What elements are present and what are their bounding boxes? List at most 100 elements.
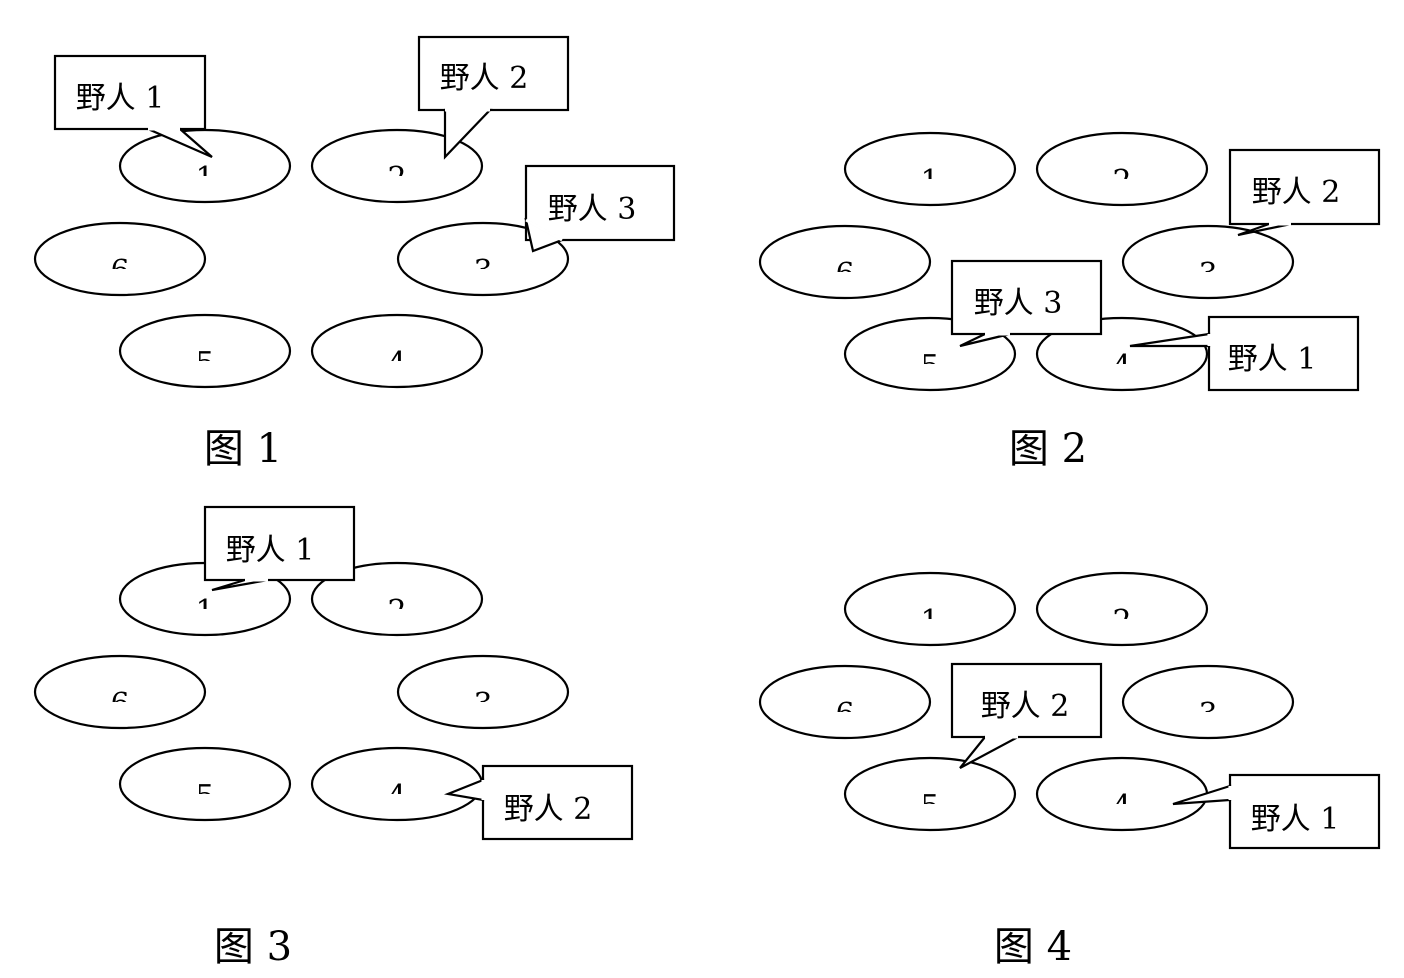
figure-caption: 图 3 <box>214 924 292 970</box>
node-number: 1 <box>195 594 214 629</box>
figure-caption: 图 4 <box>994 924 1072 970</box>
node-4: 4 <box>310 746 484 822</box>
callout-box <box>1228 773 1381 850</box>
callout-box <box>203 505 356 582</box>
callout-4: 野人 2 <box>443 764 634 841</box>
callout-box <box>950 259 1103 336</box>
callout-label: 野人 1 <box>226 533 315 568</box>
node-number: 2 <box>1112 604 1131 639</box>
callout-box <box>1228 148 1381 226</box>
callout-label: 野人 1 <box>1228 342 1317 377</box>
callout-box <box>524 164 676 242</box>
node-5: 5 <box>843 756 1017 832</box>
figure-1: 1 2 3 4 5 6 野人 1 野人 2 野人 3 图 1 <box>33 35 676 472</box>
node-4: 4 <box>1035 316 1209 392</box>
node-number: 2 <box>387 161 406 196</box>
node-number: 1 <box>920 164 939 199</box>
node-6: 6 <box>33 654 207 730</box>
node-4: 4 <box>310 313 484 389</box>
node-number: 4 <box>387 346 406 381</box>
callout-3: 野人 2 <box>1228 148 1381 237</box>
callout-4: 野人 1 <box>1172 773 1381 850</box>
node-5: 5 <box>843 316 1017 392</box>
callout-label: 野人 2 <box>504 792 593 827</box>
node-1: 1 <box>843 571 1017 647</box>
node-number: 4 <box>1112 349 1131 384</box>
node-2: 2 <box>1035 131 1209 207</box>
callout-label: 野人 3 <box>548 192 637 227</box>
node-number: 4 <box>1112 789 1131 824</box>
callout-5: 野人 2 <box>950 662 1103 769</box>
node-number: 1 <box>195 161 214 196</box>
callout-box <box>950 662 1103 739</box>
figure-3: 1 2 3 4 5 6 野人 1 野人 2 图 3 <box>33 505 634 970</box>
node-ellipse <box>843 756 1017 832</box>
callout-label: 野人 2 <box>440 61 529 96</box>
node-6: 6 <box>758 224 932 300</box>
node-ellipse <box>1035 571 1209 647</box>
node-number: 3 <box>1198 257 1217 292</box>
node-ellipse <box>118 746 292 822</box>
node-ellipse <box>118 313 292 389</box>
callout-1: 野人 1 <box>203 505 356 592</box>
node-ellipse <box>843 316 1017 392</box>
node-ellipse <box>33 654 207 730</box>
node-1: 1 <box>118 128 292 204</box>
node-ellipse <box>1035 131 1209 207</box>
node-ellipse <box>1121 664 1295 740</box>
figure-caption: 图 2 <box>1009 426 1087 472</box>
callout-pointer <box>959 735 1019 769</box>
callout-1: 野人 1 <box>53 54 213 159</box>
node-ellipse <box>758 664 932 740</box>
node-number: 5 <box>195 779 214 814</box>
node-ellipse <box>396 654 570 730</box>
node-ellipse <box>33 221 207 297</box>
figure-caption: 图 1 <box>204 426 282 472</box>
node-3: 3 <box>1121 224 1295 300</box>
node-number: 4 <box>387 779 406 814</box>
node-3: 3 <box>1121 664 1295 740</box>
node-4: 4 <box>1035 756 1209 832</box>
node-number: 5 <box>195 346 214 381</box>
node-number: 2 <box>1112 164 1131 199</box>
node-number: 6 <box>835 257 854 292</box>
node-ellipse <box>310 313 484 389</box>
node-number: 5 <box>920 789 939 824</box>
node-ellipse <box>1121 224 1295 300</box>
node-ellipse <box>310 128 484 204</box>
figure-4: 1 2 3 4 5 6 野人 2 野人 1 图 4 <box>758 571 1381 970</box>
callout-box <box>53 54 207 131</box>
node-number: 1 <box>920 604 939 639</box>
node-ellipse <box>1035 316 1209 392</box>
node-2: 2 <box>1035 571 1209 647</box>
node-6: 6 <box>33 221 207 297</box>
node-ellipse <box>843 131 1017 207</box>
callout-4: 野人 1 <box>1129 315 1360 392</box>
callout-label: 野人 1 <box>76 81 165 116</box>
node-5: 5 <box>118 746 292 822</box>
callout-label: 野人 3 <box>974 286 1063 321</box>
callout-box <box>481 764 634 841</box>
callout-box <box>1207 315 1360 392</box>
node-1: 1 <box>843 131 1017 207</box>
node-number: 3 <box>473 254 492 289</box>
node-number: 3 <box>473 687 492 722</box>
callout-join <box>525 218 563 242</box>
callout-2: 野人 2 <box>417 35 570 160</box>
figure-2: 1 2 3 4 5 6 野人 2 野人 3 野人 1 图 2 <box>758 131 1381 472</box>
node-3: 3 <box>396 654 570 730</box>
node-ellipse <box>843 571 1017 647</box>
callout-label: 野人 2 <box>981 689 1070 724</box>
node-number: 6 <box>110 254 129 289</box>
callout-label: 野人 2 <box>1252 175 1341 210</box>
node-number: 6 <box>835 697 854 732</box>
callout-box <box>417 35 570 112</box>
node-2: 2 <box>310 128 484 204</box>
node-number: 2 <box>387 594 406 629</box>
node-number: 5 <box>920 349 939 384</box>
node-number: 3 <box>1198 697 1217 732</box>
callout-3: 野人 3 <box>524 164 676 253</box>
callout-5: 野人 3 <box>950 259 1103 348</box>
node-5: 5 <box>118 313 292 389</box>
